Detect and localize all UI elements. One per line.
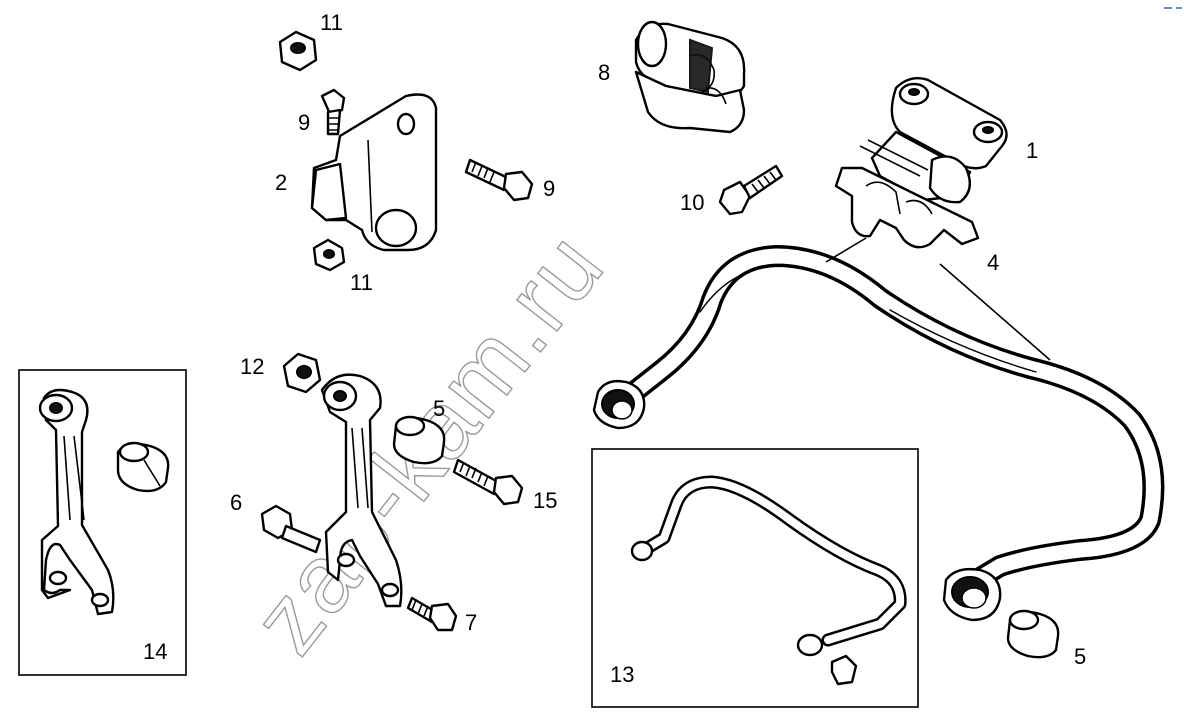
callout-11-top: 11 (320, 10, 343, 35)
bracket-2 (310, 93, 438, 252)
link-arm (320, 373, 403, 608)
bushing-14 (116, 441, 170, 493)
callout-6: 6 (230, 490, 242, 515)
callout-14: 14 (143, 639, 167, 664)
nut-12 (282, 352, 322, 394)
callout-5-lower: 5 (1074, 644, 1086, 669)
bolt-15 (452, 458, 524, 506)
callout-2: 2 (275, 170, 287, 195)
leader-4b (939, 263, 1051, 361)
bolt-10 (718, 164, 784, 216)
link-arm-14 (38, 388, 115, 616)
leader-4a (825, 237, 867, 263)
callout-11-bottom: 11 (350, 270, 373, 295)
nut-11-bottom (312, 238, 346, 272)
inset-frame-14 (18, 369, 187, 676)
nut-11-top (278, 30, 318, 72)
clamp-1 (859, 77, 1008, 204)
bushing-5-lower (1006, 609, 1060, 659)
callout-1: 1 (1026, 138, 1038, 163)
callout-7: 7 (465, 610, 477, 635)
bushing-5-upper (392, 415, 446, 465)
bolt-7 (406, 596, 458, 632)
bracket-4 (834, 166, 980, 249)
stabilizer-bar (592, 245, 1165, 622)
callout-5-upper: 5 (433, 396, 445, 421)
bolt-6 (260, 504, 322, 554)
callout-9-small: 9 (298, 110, 310, 135)
stabilizer-bar-13 (630, 475, 907, 686)
callout-13: 13 (610, 662, 634, 687)
bolt-9-small (320, 88, 346, 136)
inset-frame-13 (591, 448, 919, 708)
callout-9-large: 9 (543, 176, 555, 201)
callout-4: 4 (987, 250, 999, 275)
callout-12: 12 (240, 354, 264, 379)
cushion-8 (634, 20, 746, 134)
callout-10: 10 (680, 190, 704, 215)
bolt-9-large (464, 158, 534, 202)
callout-8: 8 (598, 60, 610, 85)
callout-15: 15 (533, 488, 557, 513)
